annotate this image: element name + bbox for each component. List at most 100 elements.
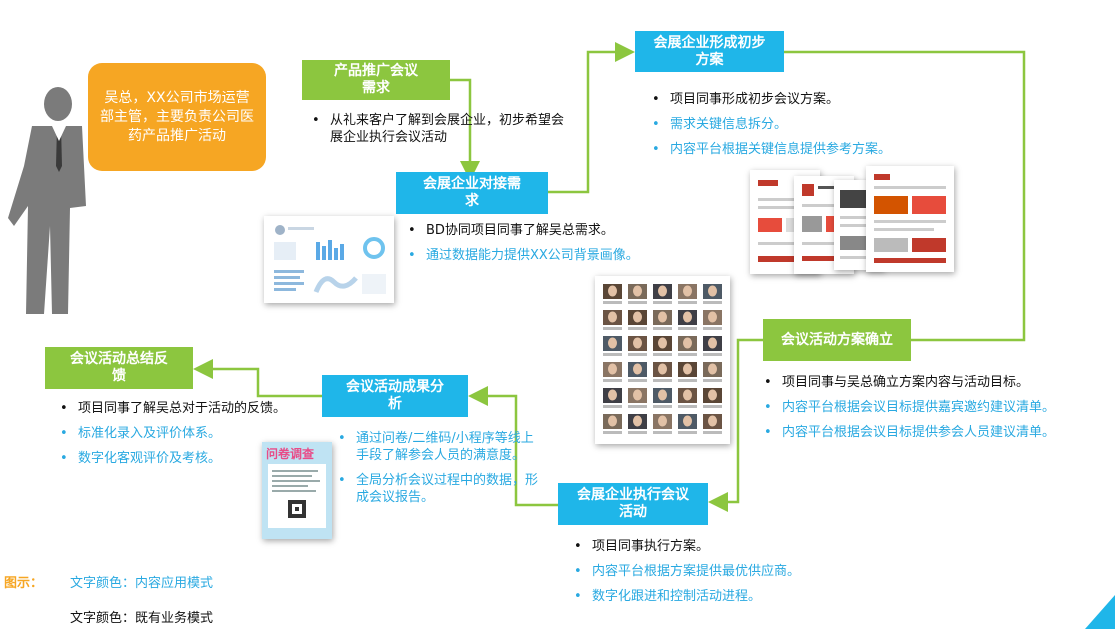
step7-bullets: 项目同事了解吴总对于活动的反馈。 标准化录入及评价体系。 数字化客观评价及考核。 [56, 400, 296, 475]
guest-face [608, 415, 617, 427]
guest-face [608, 389, 617, 401]
step-title: 会展企业执行会议活动 [577, 487, 689, 520]
guest-caption [603, 301, 622, 304]
step4-bullets: 项目同事与吴总确立方案内容与活动目标。 内容平台根据会议目标提供嘉宾邀约建议清单… [760, 374, 1112, 449]
guest-face [633, 389, 642, 401]
step5-bullets: 项目同事执行方案。 内容平台根据方案提供最优供应商。 数字化跟进和控制活动进程。 [570, 538, 870, 613]
guest-face [658, 337, 667, 349]
guest-face [608, 285, 617, 297]
guest-caption [678, 431, 697, 434]
guest-caption [653, 405, 672, 408]
guest-face [683, 311, 692, 323]
guest-face [658, 389, 667, 401]
bullet: 项目同事了解吴总对于活动的反馈。 [56, 400, 296, 417]
step-initial-plan: 会展企业形成初步方案 [635, 31, 784, 72]
document-icon [874, 174, 946, 263]
bullet: 数字化跟进和控制活动进程。 [570, 588, 870, 605]
bullet: 通过数据能力提供XX公司背景画像。 [404, 247, 714, 264]
guest-caption [603, 327, 622, 330]
guest-face [708, 389, 717, 401]
guest-caption [703, 379, 722, 382]
guest-face [633, 311, 642, 323]
guest-face [658, 285, 667, 297]
guest-caption [653, 379, 672, 382]
plan-document-4 [866, 166, 954, 272]
step-execute-meeting: 会展企业执行会议活动 [558, 483, 708, 525]
guest-face [683, 415, 692, 427]
step-result-analysis: 会议活动成果分析 [322, 375, 468, 417]
bullet: 内容平台根据会议目标提供参会人员建议清单。 [760, 424, 1112, 441]
guest-face [608, 337, 617, 349]
guest-caption [653, 327, 672, 330]
connector-s6-s7 [193, 359, 322, 398]
guest-face [633, 363, 642, 375]
bullet: 项目同事执行方案。 [570, 538, 870, 555]
guest-face [633, 337, 642, 349]
bullet: 从礼来客户了解到会展企业，初步希望会展企业执行会议活动 [308, 112, 568, 146]
step6-bullets: 通过问卷/二维码/小程序等线上手段了解参会人员的满意度。 全局分析会议过程中的数… [334, 430, 538, 514]
guest-caption [653, 353, 672, 356]
guest-caption [628, 379, 647, 382]
guest-face [658, 311, 667, 323]
step-product-meeting-need: 产品推广会议需求 [302, 60, 450, 100]
step-title: 产品推广会议需求 [334, 63, 418, 96]
guest-face [708, 285, 717, 297]
persona-card: 吴总，XX公司市场运营部主管，主要负责公司医药产品推广活动 [88, 63, 266, 171]
guest-portraits-icon [603, 284, 722, 434]
guest-caption [678, 379, 697, 382]
guest-face [683, 389, 692, 401]
step2-bullets: BD协同项目同事了解吴总需求。 通过数据能力提供XX公司背景画像。 [404, 222, 714, 272]
guest-caption [678, 353, 697, 356]
step1-bullets: 从礼来客户了解到会展企业，初步希望会展企业执行会议活动 [308, 112, 568, 154]
step3-bullets: 项目同事形成初步会议方案。 需求关键信息拆分。 内容平台根据关键信息提供参考方案… [648, 91, 898, 166]
bullet: 全局分析会议过程中的数据，形成会议报告。 [334, 472, 538, 506]
guest-caption [628, 327, 647, 330]
guest-caption [703, 353, 722, 356]
guest-caption [603, 353, 622, 356]
guest-caption [603, 431, 622, 434]
bullet: 需求关键信息拆分。 [648, 116, 898, 133]
step-title: 会议活动总结反馈 [70, 351, 168, 384]
guest-caption [653, 301, 672, 304]
survey-poster-icon [262, 442, 332, 539]
guest-caption [628, 405, 647, 408]
legend-existing-mode: 文字颜色：既有业务模式 [70, 611, 214, 626]
guest-caption [653, 431, 672, 434]
guest-caption [678, 301, 697, 304]
connector-s2-s3 [548, 42, 635, 194]
step-title: 会议活动成果分析 [346, 379, 444, 412]
guest-caption [703, 301, 722, 304]
step-title: 会议活动方案确立 [781, 331, 893, 348]
bullet: 标准化录入及评价体系。 [56, 425, 296, 442]
guest-caption [703, 431, 722, 434]
guest-face [708, 337, 717, 349]
guest-caption [678, 327, 697, 330]
guest-face [633, 285, 642, 297]
guest-caption [703, 405, 722, 408]
corner-decoration-icon [1085, 595, 1115, 629]
step-plan-confirmed: 会议活动方案确立 [763, 319, 911, 361]
guest-face [633, 415, 642, 427]
guest-face [683, 363, 692, 375]
step-exhibition-docking: 会展企业对接需求 [396, 172, 548, 214]
step-title: 会展企业形成初步方案 [653, 34, 766, 68]
legend-label: 图示： [4, 576, 44, 591]
bullet: 通过问卷/二维码/小程序等线上手段了解参会人员的满意度。 [334, 430, 538, 464]
connector-s3-s4 [784, 50, 1026, 350]
guest-face [708, 363, 717, 375]
bullet: 数字化客观评价及考核。 [56, 450, 296, 467]
guest-caption [703, 327, 722, 330]
guest-caption [628, 301, 647, 304]
guest-caption [603, 379, 622, 382]
guest-face [708, 415, 717, 427]
bullet: 项目同事形成初步会议方案。 [648, 91, 898, 108]
dashboard-chart-icon [274, 225, 386, 294]
guest-caption [678, 405, 697, 408]
survey-title: 问卷调查 [266, 447, 315, 461]
businessman-icon [8, 87, 86, 314]
guest-face [708, 311, 717, 323]
bullet: BD协同项目同事了解吴总需求。 [404, 222, 714, 239]
legend-application-mode: 文字颜色：内容应用模式 [70, 576, 214, 591]
guest-caption [603, 405, 622, 408]
guest-face [683, 337, 692, 349]
